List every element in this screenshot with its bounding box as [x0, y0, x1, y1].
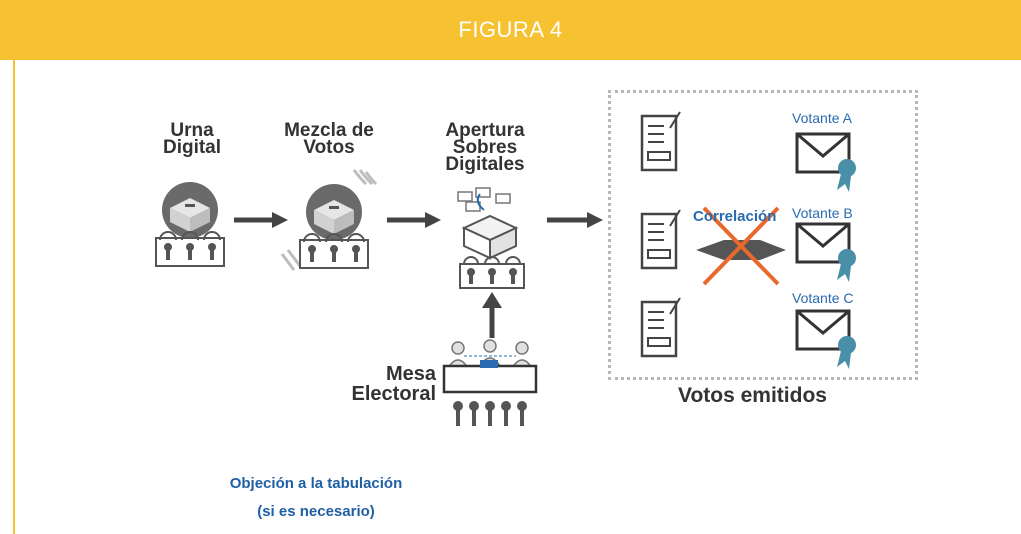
- electoral-table-icon: [442, 339, 538, 426]
- label-apertura-sobres: Apertura Sobres Digitales: [445, 120, 525, 175]
- arrow-up-icon: [482, 292, 502, 338]
- emitted-votes-caption: Votos emitidos: [678, 384, 827, 407]
- ballot-document-icon: [640, 209, 681, 270]
- ballot-box-icon: [155, 182, 225, 267]
- correlation-label: Correlación: [693, 208, 777, 225]
- emitted-votes-box: [608, 90, 918, 380]
- open-ballot-box-icon: [457, 187, 525, 289]
- objection-line-2: (si es necesario): [257, 503, 375, 520]
- label-mesa-electoral: Mesa Electoral: [351, 363, 436, 405]
- left-border-rule: [13, 60, 15, 534]
- voter-c-label: Votante C: [792, 290, 854, 306]
- arrow-right-icon: [234, 212, 288, 228]
- shuffle-box-icon: [280, 169, 378, 271]
- voter-a-label: Votante A: [792, 110, 852, 126]
- arrow-right-icon: [547, 212, 603, 228]
- sealed-envelope-icon: [795, 309, 856, 369]
- figure-title: FIGURA 4: [0, 0, 1021, 60]
- ballot-document-icon: [640, 297, 681, 358]
- objection-note: Objeción a la tabulación (si es necesari…: [196, 470, 436, 526]
- ballot-document-icon: [640, 111, 681, 172]
- sealed-envelope-icon: [795, 222, 856, 282]
- correlation-link-icon: [696, 206, 786, 286]
- objection-line-1: Objeción a la tabulación: [229, 475, 403, 492]
- arrow-right-icon: [387, 212, 441, 228]
- label-mezcla-votos: Mezcla de Votos: [284, 120, 374, 158]
- label-urna-digital: Urna Digital: [162, 120, 222, 158]
- sealed-envelope-icon: [795, 132, 856, 192]
- voter-b-label: Votante B: [792, 205, 853, 221]
